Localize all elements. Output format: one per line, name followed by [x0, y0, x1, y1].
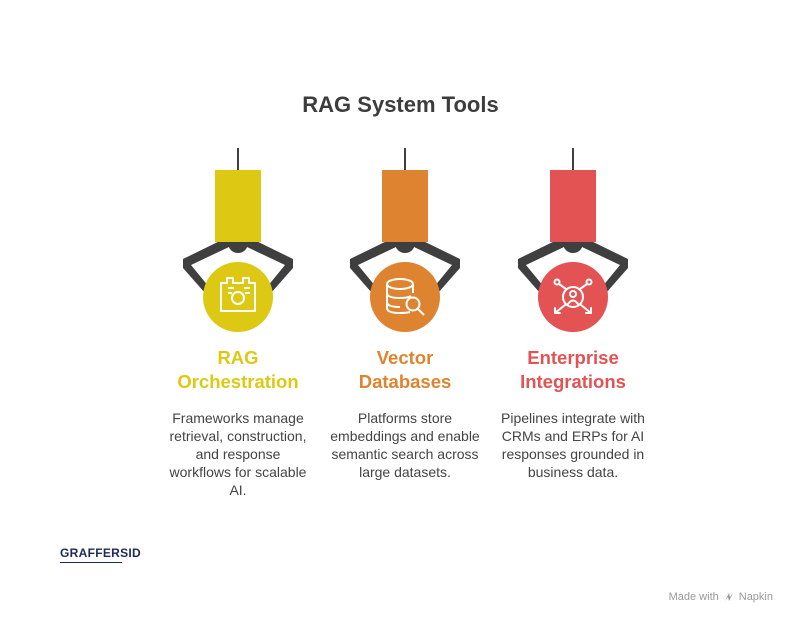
description-enterprise-integrations: Pipelines integrate with CRMs and ERPs f… [501, 410, 645, 480]
person-network-icon [553, 278, 593, 314]
diagram-title: RAG System Tools [302, 92, 499, 117]
logo-wordmark: GRAFFERSID [60, 546, 141, 560]
heading-line-2: Orchestration [177, 371, 299, 392]
heading-line-2: Databases [358, 371, 452, 392]
claw-1-body [215, 170, 261, 242]
claw-1 [182, 147, 294, 332]
graffersid-logo: GRAFFERSID [60, 546, 141, 563]
claw-3 [517, 147, 629, 332]
claw-3-body [550, 170, 596, 242]
workflow-gear-icon [220, 277, 256, 312]
description-vector-databases: Platforms store embeddings and enable se… [330, 410, 480, 480]
made-with-label: Made with [668, 591, 719, 603]
claw-2 [349, 147, 461, 332]
made-with-napkin[interactable]: Made with Napkin [669, 591, 773, 603]
napkin-brand: Napkin [738, 591, 773, 603]
heading-line-2: Integrations [520, 371, 626, 392]
napkin-logo-icon [724, 593, 733, 601]
heading-line-1: Vector [376, 347, 434, 368]
claw-2-body [382, 170, 428, 242]
logo-underline [60, 562, 122, 563]
heading-line-1: RAG [217, 347, 259, 368]
heading-line-1: Enterprise [527, 347, 619, 368]
database-search-icon [386, 278, 425, 316]
orb-1 [203, 262, 273, 332]
description-rag-orchestration: Frameworks manage retrieval, constructio… [169, 410, 307, 498]
heading-rag-orchestration: RAG Orchestration [148, 346, 328, 394]
